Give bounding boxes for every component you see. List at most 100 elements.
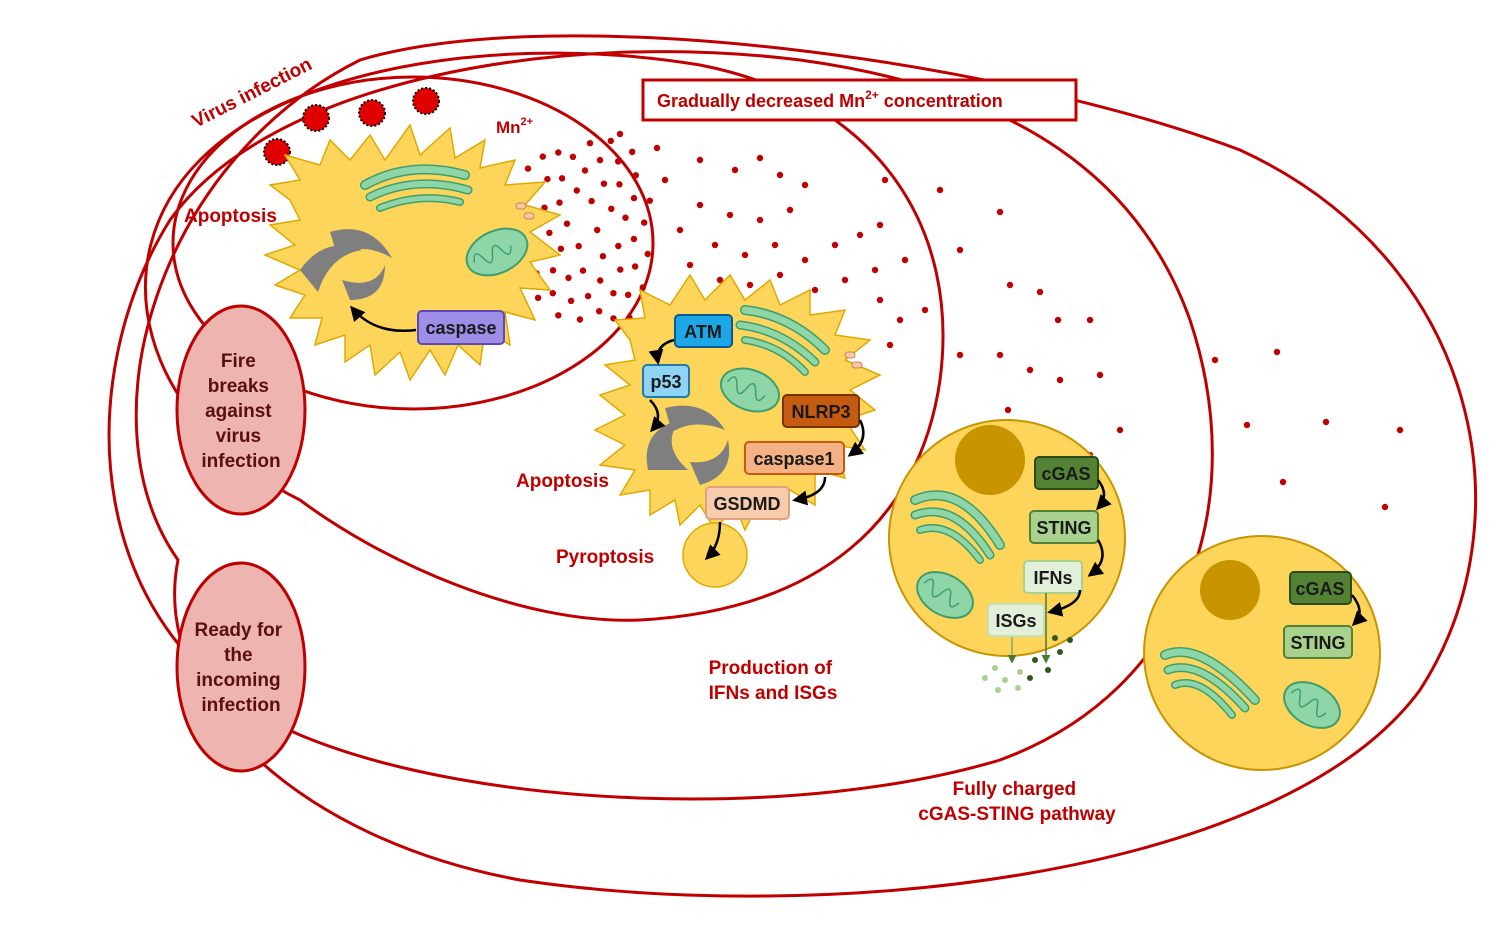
mn-ion-dot (716, 276, 724, 284)
mn-ion-dot (741, 251, 749, 259)
golgi-icon (360, 164, 473, 212)
virus-icon (358, 99, 386, 127)
caspase-arrow (350, 305, 417, 332)
ring-ready (107, 50, 1214, 801)
mn-ion-dot (811, 286, 819, 294)
mn-ion-dot (801, 181, 809, 189)
mn-ion-dot (599, 253, 607, 260)
ring-fire (144, 51, 945, 622)
golgi-icon (735, 305, 830, 376)
ring-outer (134, 34, 1477, 898)
mn-ion-dot (1054, 316, 1062, 324)
mn-ion-dot (630, 194, 638, 202)
fire-breaks-oval: Fire breaks against virus infection (175, 304, 307, 516)
mn-ion-dot (616, 130, 624, 138)
gsdmd-label: GSDMD (714, 494, 781, 514)
mn-ion-dot (631, 263, 639, 270)
mn-ion-dot (596, 308, 603, 315)
mitochondrion-icon (916, 571, 974, 619)
virus-icon (302, 104, 330, 132)
p53-label: p53 (650, 372, 681, 392)
atm-box: ATM (674, 314, 733, 348)
cgas-sting-arrow-1 (1095, 479, 1112, 511)
mn-ion-dot (711, 241, 719, 249)
mn-ion-dot (1096, 371, 1104, 379)
mn-ion-dot (936, 186, 944, 194)
mn-label: Mn2+ (496, 116, 533, 137)
mn-ion-dot (756, 154, 764, 162)
mitochondrion-icon (1283, 681, 1341, 729)
isgs-label: ISGs (995, 611, 1036, 631)
mn-ion-dot (616, 181, 623, 188)
nlrp3-box: NLRP3 (782, 394, 860, 428)
ready-line-1: Ready for (195, 620, 283, 641)
sting-cell-3: cGAS STING IFNs ISGs (888, 419, 1126, 693)
mn-ion-dot (756, 216, 764, 224)
ring-inner (171, 75, 655, 411)
mn-concentration-title-box: Gradually decreased Mn2+ concentration (641, 78, 1078, 122)
mn-ion-dot (996, 351, 1004, 359)
mn-ion-dot (555, 312, 562, 319)
mn-ion-dot (646, 197, 653, 204)
ifns-label: IFNs (1033, 568, 1072, 588)
mn-ion-dot (1086, 316, 1094, 324)
mn-ion-dot (696, 156, 704, 164)
sting-label-2: STING (1290, 633, 1345, 653)
mn-ion-dot (644, 250, 651, 258)
gsdmd-pyroptosis-arrow (704, 521, 722, 561)
mn-ion-dot (856, 231, 864, 239)
mn-ion-dot (956, 246, 964, 254)
mn-ion-dot (746, 281, 754, 289)
secreted-ifns-dots (982, 635, 1073, 693)
mn-ion-dot (686, 261, 694, 269)
sting-cell-4: cGAS STING (1143, 535, 1381, 771)
ready-line-2: the (224, 645, 253, 666)
mn-ion-dot (801, 256, 809, 264)
mn-ion-dot (534, 294, 542, 301)
apoptotic-cell-1: caspase (262, 123, 562, 382)
ready-oval: Ready for the incoming infection (175, 561, 307, 773)
mn-ion-dot (881, 176, 889, 184)
mn-ion-dot (639, 284, 646, 291)
mn-ion-dot (921, 306, 929, 314)
mn-ion-dot (622, 214, 629, 221)
mn-ion-dot (726, 211, 734, 219)
mn-ion-dot (1396, 426, 1404, 434)
vesicle-icon (844, 351, 863, 369)
mn-ion-dot (563, 220, 571, 227)
mn-ion-dot (1279, 478, 1287, 486)
fire-line-4: virus (216, 426, 261, 447)
mn-ion-dot (573, 187, 580, 194)
mn-ion-dot (575, 242, 582, 250)
fully-charged-label: Fully charged cGAS-STING pathway (918, 779, 1116, 825)
mitochondrion-icon (719, 367, 781, 413)
cgas-label-2: cGAS (1295, 579, 1344, 599)
virus-icon (412, 87, 440, 115)
svg-text:Fire breaks agains: Fire breaks against virus infection (201, 351, 280, 472)
pyroptotic-cell-2: ATM p53 NLRP3 caspase1 GSDMD (593, 273, 882, 588)
vesicle-icon (515, 202, 535, 220)
mn-ion-dot (556, 199, 563, 206)
mn-ion-dot (549, 267, 557, 274)
mn-ion-dot (886, 341, 894, 349)
mn-ion-dot (567, 297, 575, 304)
mn-ion-dot (1056, 376, 1064, 384)
svg-text:Ready for the inco: Ready for the incoming infection (195, 620, 288, 716)
fire-line-5: infection (201, 451, 280, 472)
atm-p53-arrow (648, 338, 675, 365)
mn-ion-dot (901, 256, 909, 264)
cgas-sting-arrow-2 (1351, 594, 1368, 627)
production-label: Production of IFNs and ISGs (709, 658, 838, 704)
mn-ion-dot (594, 226, 601, 234)
mn-ion-dot (896, 316, 904, 324)
caspase1-gsdmd-arrow (792, 476, 827, 506)
fragmented-nucleus-icon (300, 229, 392, 300)
p53-box: p53 (642, 364, 690, 398)
mn-ion-dot (541, 204, 548, 211)
mn-ion-dot (610, 290, 617, 297)
sting-label-1: STING (1036, 518, 1091, 538)
mn-ion-dot (1211, 356, 1219, 364)
caspase-box: caspase (417, 310, 505, 345)
ready-line-4: infection (201, 695, 280, 716)
